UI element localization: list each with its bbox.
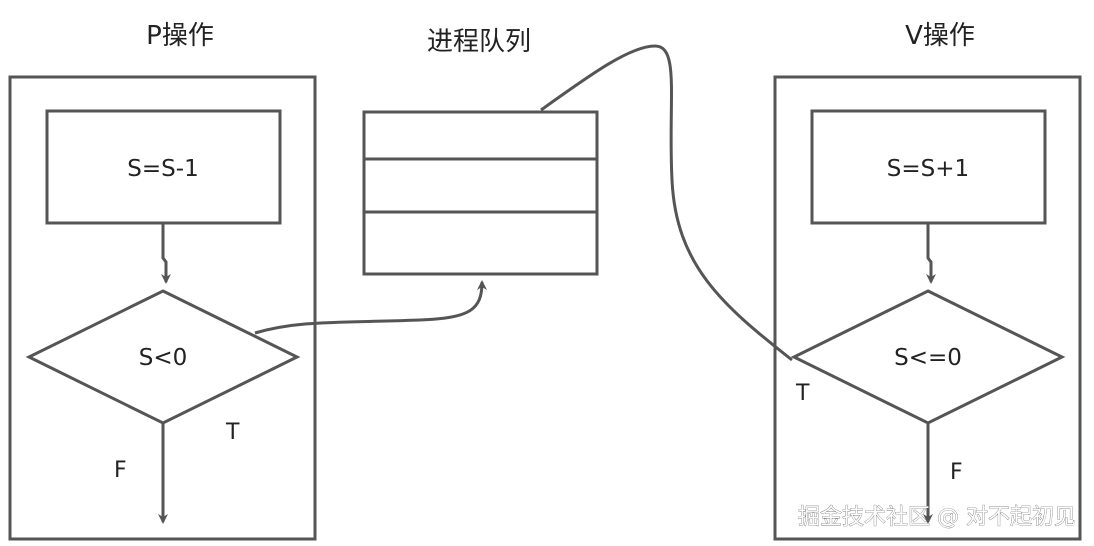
p-operation-step-text: S=S-1	[127, 156, 198, 182]
v-step-to-decision-arrow	[926, 223, 936, 284]
v-operation-step-text: S=S+1	[887, 156, 969, 182]
process-queue-title: 进程队列	[427, 27, 531, 57]
v-operation-false-label: F	[950, 460, 963, 485]
p-step-to-decision-arrow	[161, 223, 171, 284]
p-operation-title: P操作	[146, 21, 214, 51]
process-queue-box	[362, 110, 599, 276]
p-true-to-queue-arrow	[254, 280, 487, 335]
p-operation-false-label: F	[114, 458, 127, 483]
watermark-text: 掘金技术社区 @ 对不起初见	[798, 505, 1076, 530]
v-true-to-queue-line	[540, 44, 793, 362]
v-operation-true-label: T	[795, 381, 810, 406]
p-operation-frame	[8, 75, 317, 541]
p-operation-true-label: T	[225, 420, 240, 445]
p-operation-condition-text: S<0	[139, 345, 188, 371]
v-operation-title: V操作	[905, 21, 975, 51]
v-operation-condition-text: S<=0	[894, 345, 962, 371]
v-operation-frame	[773, 75, 1082, 541]
